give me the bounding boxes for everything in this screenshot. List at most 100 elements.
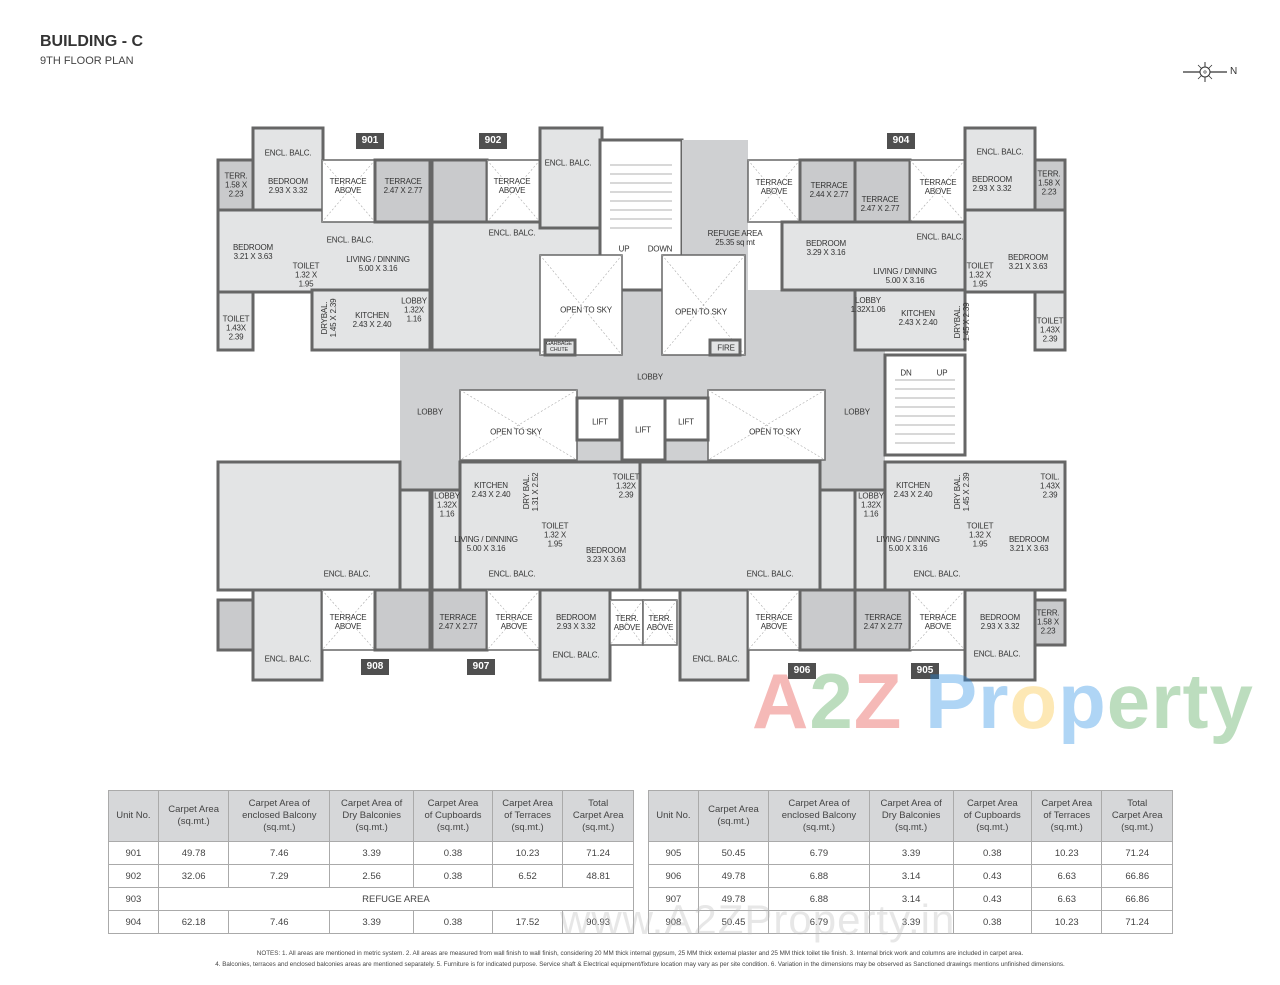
terrace [430, 588, 489, 652]
table-cell: 10.23 [491, 841, 564, 865]
column-header: Carpet Area of Dry Balconies (sq.mt.) [868, 790, 954, 842]
room-label: ENCL. BALC. [326, 235, 374, 245]
room-label: LOBBY 1.32X 1.16 [858, 491, 884, 519]
table-cell: 90.93 [562, 910, 634, 934]
cross-mark [909, 589, 966, 651]
room-label: TERRACE ABOVE [495, 613, 533, 631]
area-table-right: Unit No.Carpet Area (sq.mt.)Carpet Area … [648, 790, 1173, 934]
building-title: BUILDING - C [40, 33, 144, 50]
watermark-letter: y [1209, 657, 1254, 745]
room-label: TERR. 1.58 X 2.23 [224, 171, 248, 199]
table-cell: 0.43 [952, 864, 1033, 888]
room-label: FIRE [717, 343, 735, 353]
cross-mark [909, 159, 966, 223]
room-label: ENCL. BALC. [488, 228, 536, 238]
room [398, 488, 432, 592]
room-label: LIVING / DINNING 5.00 X 3.16 [346, 255, 410, 273]
table-cell: 2.56 [329, 864, 415, 888]
table-cell: 66.86 [1101, 864, 1173, 888]
watermark-letter [902, 657, 925, 745]
room-label: ENCL. BALC. [544, 158, 592, 168]
table-cell: 6.63 [1031, 864, 1103, 888]
watermark-letter: t [1182, 657, 1210, 745]
table-cell: 71.24 [1101, 841, 1173, 865]
table-cell: 0.38 [952, 841, 1033, 865]
unit-badge-908: 908 [361, 659, 389, 675]
column-header: Carpet Area (sq.mt.) [697, 790, 770, 842]
room-label: ENCL. BALC. [746, 569, 794, 579]
room-label: TERRACE ABOVE [329, 177, 367, 195]
room-label: TERR. 1.58 X 2.23 [1037, 169, 1061, 197]
area-table-left: Unit No.Carpet Area (sq.mt.) Carpet Area … [108, 790, 635, 934]
room-label: LIVING / DINNING 5.00 X 3.16 [876, 535, 940, 553]
room-label: KITCHEN 2.43 X 2.40 [898, 309, 938, 327]
unit-badge-905: 905 [911, 663, 939, 679]
room [1033, 290, 1067, 352]
table-cell: 6.52 [491, 864, 564, 888]
table-cell: 3.39 [868, 841, 954, 865]
compass-rose-icon [1183, 62, 1227, 82]
room [538, 588, 612, 682]
room [963, 208, 1067, 294]
room-label: ENCL. BALC. [973, 649, 1021, 659]
lift [620, 396, 667, 462]
table-cell: 0.43 [952, 887, 1033, 911]
cross-mark [747, 159, 801, 223]
room-label: LIVING / DINNING 5.00 X 3.16 [873, 267, 937, 285]
cross-mark [609, 599, 644, 646]
table-cell: 0.38 [952, 910, 1033, 934]
room-label: DRYBAL. 1.45 X 2.39 [320, 298, 338, 338]
room [818, 488, 857, 592]
unit-number-cell: 904 [108, 910, 159, 934]
room-label: TOILET 1.43X 2.39 [1036, 316, 1064, 344]
room [853, 288, 967, 352]
table-cell: 62.18 [157, 910, 230, 934]
room-label: ENCL. BALC. [552, 650, 600, 660]
column-header: Unit No. [108, 790, 159, 842]
table-cell: 71.24 [562, 841, 634, 865]
table-cell: 10.23 [1031, 841, 1103, 865]
table-cell: 7.46 [228, 841, 331, 865]
room-label: REFUGE AREA 25.35 sq mt [707, 229, 763, 247]
watermark-letter: p [1058, 657, 1107, 745]
column-header: Carpet Area (sq.mt.) [157, 790, 230, 842]
watermark-letter: A [752, 657, 810, 745]
table-cell: 3.39 [868, 910, 954, 934]
unit-number-cell: 901 [108, 841, 159, 865]
table-cell: 49.78 [697, 864, 770, 888]
room-label: KITCHEN 2.43 X 2.40 [893, 481, 933, 499]
table-cell: 6.88 [768, 864, 870, 888]
cross-mark [486, 159, 541, 223]
room-label: GARBAGE CHUTE [546, 341, 572, 353]
room [963, 126, 1037, 212]
cross-mark [707, 389, 826, 461]
room-label: LIFT [635, 425, 651, 435]
room-label: TERRACE ABOVE [755, 178, 793, 196]
column-header: Carpet Area of Cupboards (sq.mt.) [952, 790, 1033, 842]
floor-plan [216, 126, 1067, 682]
room-label: TERRACE 2.47 X 2.77 [860, 195, 900, 213]
table-cell: 50.45 [697, 841, 770, 865]
notes-line-2: 4. Balconies, terraces and enclosed balc… [215, 961, 1065, 968]
column-header: Carpet Area of Dry Balconies (sq.mt.) [329, 790, 415, 842]
unit-badge-904: 904 [887, 133, 915, 149]
room-label: TERRACE 2.44 X 2.77 [809, 181, 849, 199]
room-label: LOBBY [637, 372, 663, 382]
compass-north-label: N [1230, 66, 1238, 77]
garbage-chute [543, 338, 577, 357]
room-label: TOILET 1.32 X 1.95 [966, 521, 994, 549]
room-label: BEDROOM 2.93 X 3.32 [980, 613, 1020, 631]
room [216, 460, 402, 592]
room-label: ENCL. BALC. [264, 654, 312, 664]
watermark-letter: P [925, 657, 979, 745]
fire-shaft [708, 338, 742, 357]
room-label: ENCL. BALC. [916, 232, 964, 242]
room [430, 488, 462, 592]
terrace [798, 588, 857, 652]
room-label: LOBBY 1.32X 1.16 [401, 296, 427, 324]
room [963, 588, 1037, 682]
table-cell: 3.14 [868, 864, 954, 888]
cross-mark [747, 589, 801, 651]
